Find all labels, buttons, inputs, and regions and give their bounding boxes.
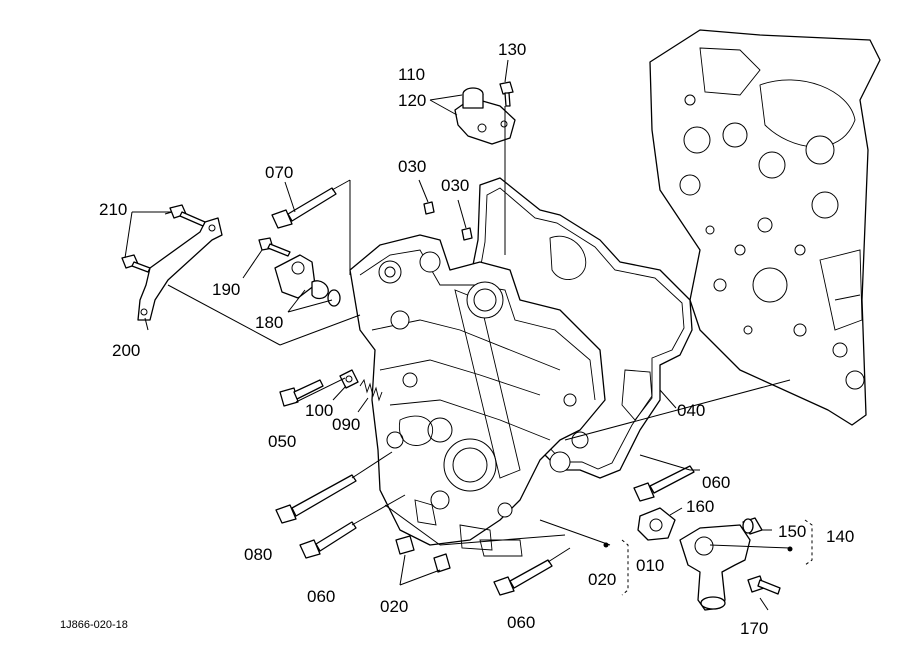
figure-id: 1J866-020-18 <box>60 619 128 631</box>
callout-050: 050 <box>268 432 296 451</box>
callout-060-left: 060 <box>307 587 335 606</box>
callout-010: 010 <box>636 556 664 575</box>
callout-130: 130 <box>498 40 526 59</box>
bolt-part-060-bottom <box>493 559 553 596</box>
callout-150: 150 <box>778 522 806 541</box>
callout-140: 140 <box>826 527 854 546</box>
leader-lines <box>124 59 791 611</box>
reference-dots <box>603 542 793 552</box>
gear-case-part-010 <box>349 234 606 557</box>
callout-190: 190 <box>212 280 240 299</box>
assembly-brackets <box>621 519 813 596</box>
callout-170: 170 <box>740 619 768 638</box>
bolt-part-060-left <box>299 521 357 559</box>
callout-160: 160 <box>686 497 714 516</box>
callout-030-left: 030 <box>398 157 426 176</box>
bolt-part-080 <box>275 474 357 524</box>
pin-part-030 <box>423 201 473 241</box>
engine-block-drawing <box>649 29 881 426</box>
callout-020-bottom: 020 <box>380 597 408 616</box>
sensor-part-180 <box>274 254 341 307</box>
callout-030-right: 030 <box>441 176 469 195</box>
fitting-part-110 <box>462 87 484 109</box>
callout-labels: 130 110 120 030 030 070 210 190 180 200 … <box>60 40 854 638</box>
bolt-part-060-right <box>633 465 695 502</box>
callout-060-bottom: 060 <box>507 613 535 632</box>
callout-080: 080 <box>244 545 272 564</box>
gasket-part-160 <box>637 507 676 541</box>
bolt-part-210 <box>121 204 206 273</box>
spring-part-090 <box>359 378 383 402</box>
plug-part-150 <box>742 517 763 535</box>
plug-part-100 <box>339 369 359 389</box>
bolt-part-190 <box>258 237 291 257</box>
callout-180: 180 <box>255 313 283 332</box>
bolt-part-050 <box>279 379 324 407</box>
water-outlet-part-170 <box>679 524 781 611</box>
plug-part-020 <box>395 535 451 573</box>
callout-120: 120 <box>398 91 426 110</box>
callout-210: 210 <box>99 200 127 219</box>
callout-100: 100 <box>305 401 333 420</box>
callout-020-right: 020 <box>588 570 616 589</box>
callout-060-right: 060 <box>702 473 730 492</box>
callout-200: 200 <box>112 341 140 360</box>
bolt-part-130 <box>499 81 514 107</box>
callout-070: 070 <box>265 163 293 182</box>
bolt-part-070 <box>271 187 337 229</box>
plate-part-120 <box>454 97 516 145</box>
bracket-part-200 <box>137 217 223 321</box>
callout-040: 040 <box>677 401 705 420</box>
callout-110: 110 <box>398 65 425 84</box>
callout-090: 090 <box>332 415 360 434</box>
